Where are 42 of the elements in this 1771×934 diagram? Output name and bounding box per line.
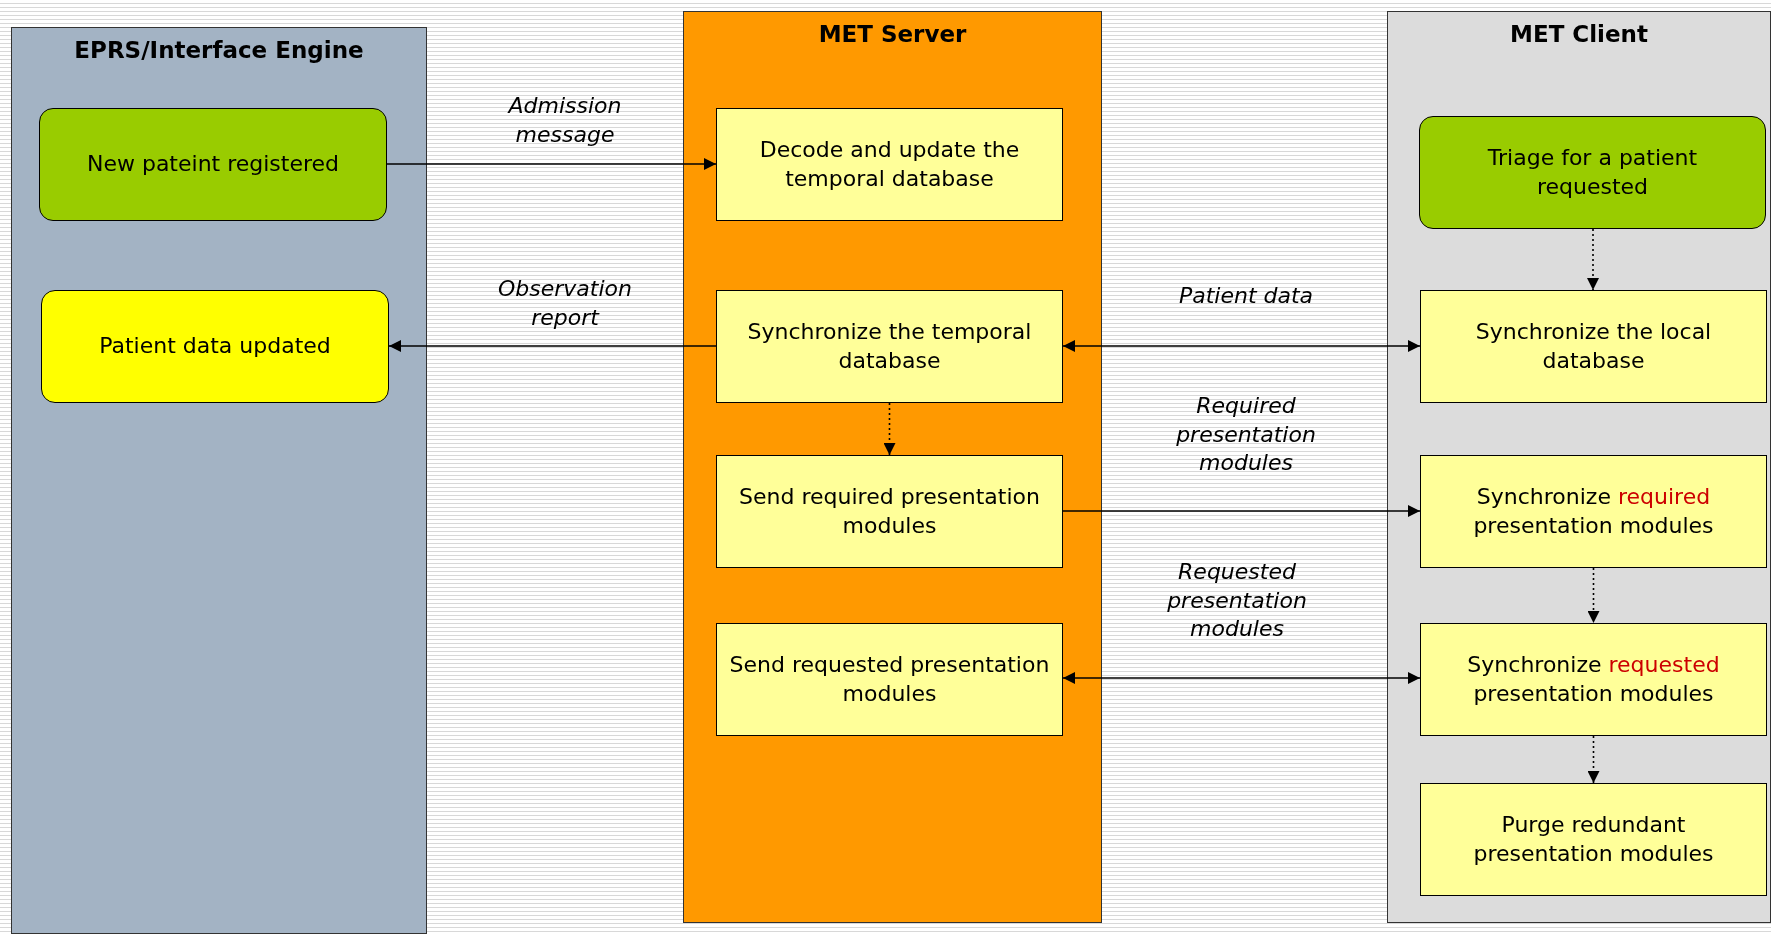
step-text: Decode and update the temporal database <box>758 135 1021 193</box>
step-text: New pateint registered <box>85 150 341 179</box>
process-box <box>1420 783 1767 896</box>
step-text: Synchronize the temporal database <box>746 317 1033 375</box>
swimlane <box>683 11 1102 923</box>
process-box <box>716 290 1063 403</box>
swimlane <box>1387 11 1771 923</box>
process-box <box>1420 455 1767 568</box>
lane-title: MET Server <box>817 20 968 49</box>
edge-label: Admission message <box>506 92 623 149</box>
process-box <box>716 623 1063 736</box>
lane-title: MET Client <box>1509 20 1649 49</box>
arrow <box>883 402 896 456</box>
step-text: Send required presentation modules <box>738 482 1041 540</box>
result-box <box>41 290 389 403</box>
event-box <box>1419 116 1766 229</box>
arrow <box>1587 228 1599 291</box>
arrow <box>386 158 717 170</box>
arrow <box>1587 567 1600 624</box>
step-text: Triage for a patient requested <box>1486 143 1699 201</box>
process-box <box>1420 623 1767 736</box>
process-box <box>716 108 1063 221</box>
step-text: Patient data updated <box>98 332 332 361</box>
arrow <box>1062 672 1421 684</box>
process-box <box>1420 290 1767 403</box>
edge-label: Patient data <box>1177 282 1315 310</box>
process-box <box>716 455 1063 568</box>
swimlane <box>11 27 427 934</box>
step-text: Synchronize requested presentation modules <box>1466 650 1721 708</box>
arrow <box>388 340 717 352</box>
step-text: Purge redundant presentation modules <box>1472 810 1715 868</box>
edge-label: Observation report <box>497 275 633 332</box>
lane-title: EPRS/Interface Engine <box>73 36 365 65</box>
arrow <box>1062 340 1421 352</box>
edge-label: Required presentation modules <box>1175 392 1317 478</box>
arrow <box>1587 735 1600 784</box>
step-text: Synchronize the local database <box>1474 317 1713 375</box>
arrow <box>1062 505 1421 517</box>
event-box <box>39 108 387 221</box>
step-text: Synchronize required presentation modules <box>1472 482 1715 540</box>
edge-label: Requested presentation modules <box>1166 558 1308 644</box>
step-text: Send requested presentation modules <box>728 650 1051 708</box>
